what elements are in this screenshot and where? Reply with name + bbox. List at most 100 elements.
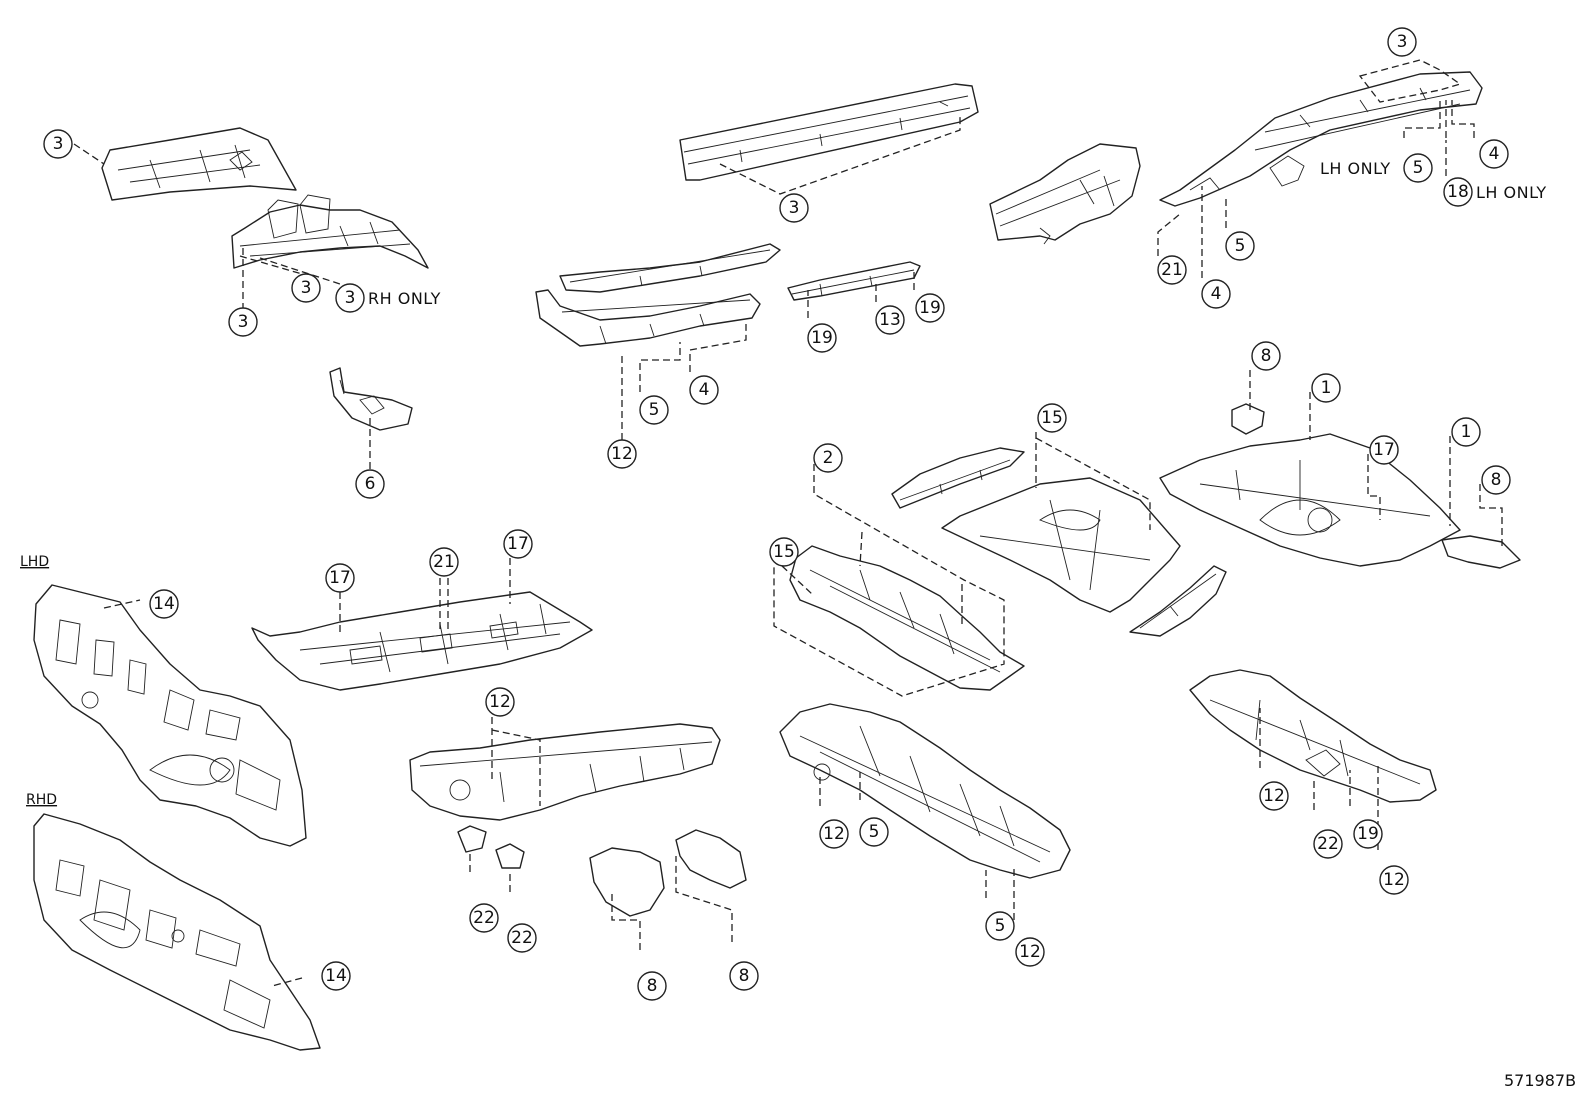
callout-number: 13 — [879, 310, 901, 330]
callout-19-rear[interactable]: 19 — [1353, 819, 1383, 849]
callout-8-rear-right[interactable]: 8 — [1481, 465, 1511, 495]
callout-3-mid-rh[interactable]: 3 — [291, 273, 321, 303]
callout-number: 5 — [869, 822, 880, 842]
part-dash-panel-rhd — [33, 813, 321, 1051]
callout-19-right[interactable]: 19 — [915, 293, 945, 323]
part-front-floor-pan — [251, 591, 593, 691]
callout-number: 5 — [995, 916, 1006, 936]
callout-3-bottom-rh[interactable]: 3 — [228, 307, 258, 337]
callout-17-front-right[interactable]: 17 — [503, 529, 533, 559]
part-rocker-outer-rh — [679, 83, 979, 181]
part-floor-side-member-rear — [1189, 669, 1437, 803]
callout-8-bracket-left[interactable]: 8 — [637, 971, 667, 1001]
callout-number: 8 — [739, 966, 750, 986]
callout-14-rhd[interactable]: 14 — [321, 961, 351, 991]
callout-number: 21 — [433, 552, 455, 572]
callout-number: 5 — [649, 400, 660, 420]
callout-6[interactable]: 6 — [355, 469, 385, 499]
callout-number: 15 — [773, 542, 795, 562]
callout-3-rh-only[interactable]: 3 — [335, 283, 365, 313]
callout-number: 3 — [238, 312, 249, 332]
callout-12-rear-member[interactable]: 12 — [1259, 781, 1289, 811]
callout-5-lh-member[interactable]: 5 — [1225, 231, 1255, 261]
callout-8-bracket-right[interactable]: 8 — [729, 961, 759, 991]
part-floor-crossmember-small — [787, 261, 921, 301]
callout-number: 1 — [1461, 422, 1472, 442]
callout-number: 1 — [1321, 378, 1332, 398]
part-rear-floor-pan — [1159, 433, 1461, 567]
callout-number: 21 — [1161, 260, 1183, 280]
callout-17-rear[interactable]: 17 — [1369, 435, 1399, 465]
callout-number: 22 — [511, 928, 533, 948]
callout-3-front-rh[interactable]: 3 — [43, 129, 73, 159]
callout-number: 19 — [811, 328, 833, 348]
callout-number: 12 — [1383, 870, 1405, 890]
callout-14-lhd[interactable]: 14 — [149, 589, 179, 619]
callout-number: 15 — [1041, 408, 1063, 428]
callout-1-left[interactable]: 1 — [1311, 373, 1341, 403]
callout-4-crossmember[interactable]: 4 — [689, 375, 719, 405]
callout-number: 3 — [345, 288, 356, 308]
part-floor-tunnel-reinforcement — [409, 723, 721, 821]
part-front-side-member-extension-rh — [231, 194, 429, 269]
callout-1-right[interactable]: 1 — [1451, 417, 1481, 447]
callout-number: 4 — [1211, 284, 1222, 304]
callout-number: 22 — [1317, 834, 1339, 854]
callout-22-right[interactable]: 22 — [507, 923, 537, 953]
callout-22-left[interactable]: 22 — [469, 903, 499, 933]
callout-number: 12 — [611, 444, 633, 464]
part-rear-floor-side-member — [789, 545, 1025, 691]
label-lhd: LHD — [20, 554, 49, 570]
callout-5-crossmember[interactable]: 5 — [639, 395, 669, 425]
callout-20[interactable]: 21 — [429, 547, 459, 577]
callout-22-rear[interactable]: 22 — [1313, 829, 1343, 859]
callout-number: 12 — [1019, 942, 1041, 962]
callout-21[interactable]: 21 — [1157, 255, 1187, 285]
part-center-floor-panel — [941, 477, 1181, 613]
callout-12-side-member-bottom[interactable]: 12 — [1015, 937, 1045, 967]
callout-12-rear-member-bottom[interactable]: 12 — [1379, 865, 1409, 895]
callout-5-side-member-bottom[interactable]: 5 — [985, 911, 1015, 941]
callout-5-lh-only[interactable]: 5 — [1403, 153, 1433, 183]
callout-number: 8 — [1261, 346, 1272, 366]
callout-number: 18 — [1447, 182, 1469, 202]
callout-17-front-left[interactable]: 17 — [325, 563, 355, 593]
callout-number: 3 — [53, 134, 64, 154]
callout-number: 4 — [699, 380, 710, 400]
callout-number: 17 — [1373, 440, 1395, 460]
callout-number: 19 — [1357, 824, 1379, 844]
callout-number: 17 — [507, 534, 529, 554]
callout-3-lh[interactable]: 3 — [1387, 27, 1417, 57]
callout-12-tunnel[interactable]: 12 — [485, 687, 515, 717]
label-rhd: RHD — [26, 792, 57, 808]
part-brackets-small — [457, 403, 1521, 917]
callout-number: 14 — [325, 966, 347, 986]
callout-2[interactable]: 2 — [813, 443, 843, 473]
note-rh-only: RH ONLY — [368, 289, 441, 308]
callout-5-side-member[interactable]: 5 — [859, 817, 889, 847]
callout-18-lh-only[interactable]: 18 — [1443, 177, 1473, 207]
callout-12-crossmember[interactable]: 12 — [607, 439, 637, 469]
callout-4-lh[interactable]: 4 — [1479, 139, 1509, 169]
drawing-code: 571987B — [1504, 1071, 1576, 1090]
callout-15-left[interactable]: 15 — [769, 537, 799, 567]
part-front-side-member-lh — [1159, 71, 1483, 207]
callout-19-left[interactable]: 19 — [807, 323, 837, 353]
part-floor-crossmember — [535, 289, 761, 347]
part-front-side-member-extension-lh — [989, 143, 1141, 245]
callout-number: 3 — [789, 198, 800, 218]
callout-8-rear-top[interactable]: 8 — [1251, 341, 1281, 371]
part-dash-panel-lhd — [33, 584, 307, 847]
callout-12-side-member[interactable]: 12 — [819, 819, 849, 849]
callout-number: 19 — [919, 298, 941, 318]
callout-15-top[interactable]: 15 — [1037, 403, 1067, 433]
callout-number: 8 — [1491, 470, 1502, 490]
callout-number: 22 — [473, 908, 495, 928]
part-rear-floor-crossmember — [891, 447, 1025, 509]
part-dash-bracket — [329, 367, 413, 431]
callout-13[interactable]: 13 — [875, 305, 905, 335]
callout-number: 8 — [647, 976, 658, 996]
callout-4-lh-member[interactable]: 4 — [1201, 279, 1231, 309]
callout-number: 6 — [365, 474, 376, 494]
callout-3-rocker[interactable]: 3 — [779, 193, 809, 223]
